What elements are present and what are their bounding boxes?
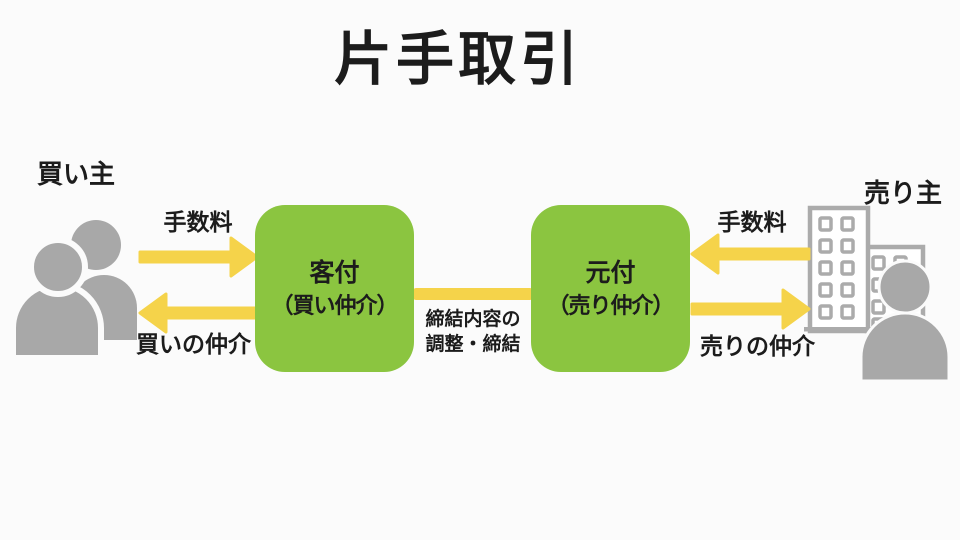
- page-title: 片手取引: [333, 25, 582, 93]
- buyer-people-icon: [10, 220, 137, 361]
- seller-service-arrow: [690, 288, 811, 330]
- buyer-agent-subtitle: （買い仲介）: [271, 293, 398, 319]
- buyer-agent-box: 客付 （買い仲介）: [255, 205, 414, 372]
- buyer-agent-title: 客付: [309, 257, 360, 287]
- buyer-fee-arrow: [138, 236, 259, 278]
- seller-fee-label: 手数料: [717, 210, 787, 236]
- seller-person-head: [877, 259, 933, 315]
- seller-building-person-icon: [804, 205, 951, 383]
- contract-label-line1: 締結内容の: [425, 308, 521, 330]
- buyer-service-label: 買いの仲介: [136, 332, 251, 358]
- buyer-fee-label: 手数料: [163, 210, 233, 236]
- seller-agent-box: 元付 （売り仲介）: [531, 205, 690, 372]
- seller-fee-arrow: [690, 233, 811, 275]
- front-person-head: [28, 237, 88, 297]
- buyer-label: 買い主: [37, 160, 116, 190]
- seller-label: 売り主: [864, 179, 943, 209]
- seller-agent-subtitle: （売り仲介）: [547, 293, 674, 319]
- contract-label-line2: 調整・締結: [425, 333, 521, 355]
- contract-label: 締結内容の 調整・締結: [403, 307, 543, 357]
- building-base: [804, 327, 874, 332]
- seller-service-label: 売りの仲介: [700, 334, 815, 360]
- contract-connector-bar: [413, 288, 533, 300]
- seller-agent-title: 元付: [585, 257, 636, 287]
